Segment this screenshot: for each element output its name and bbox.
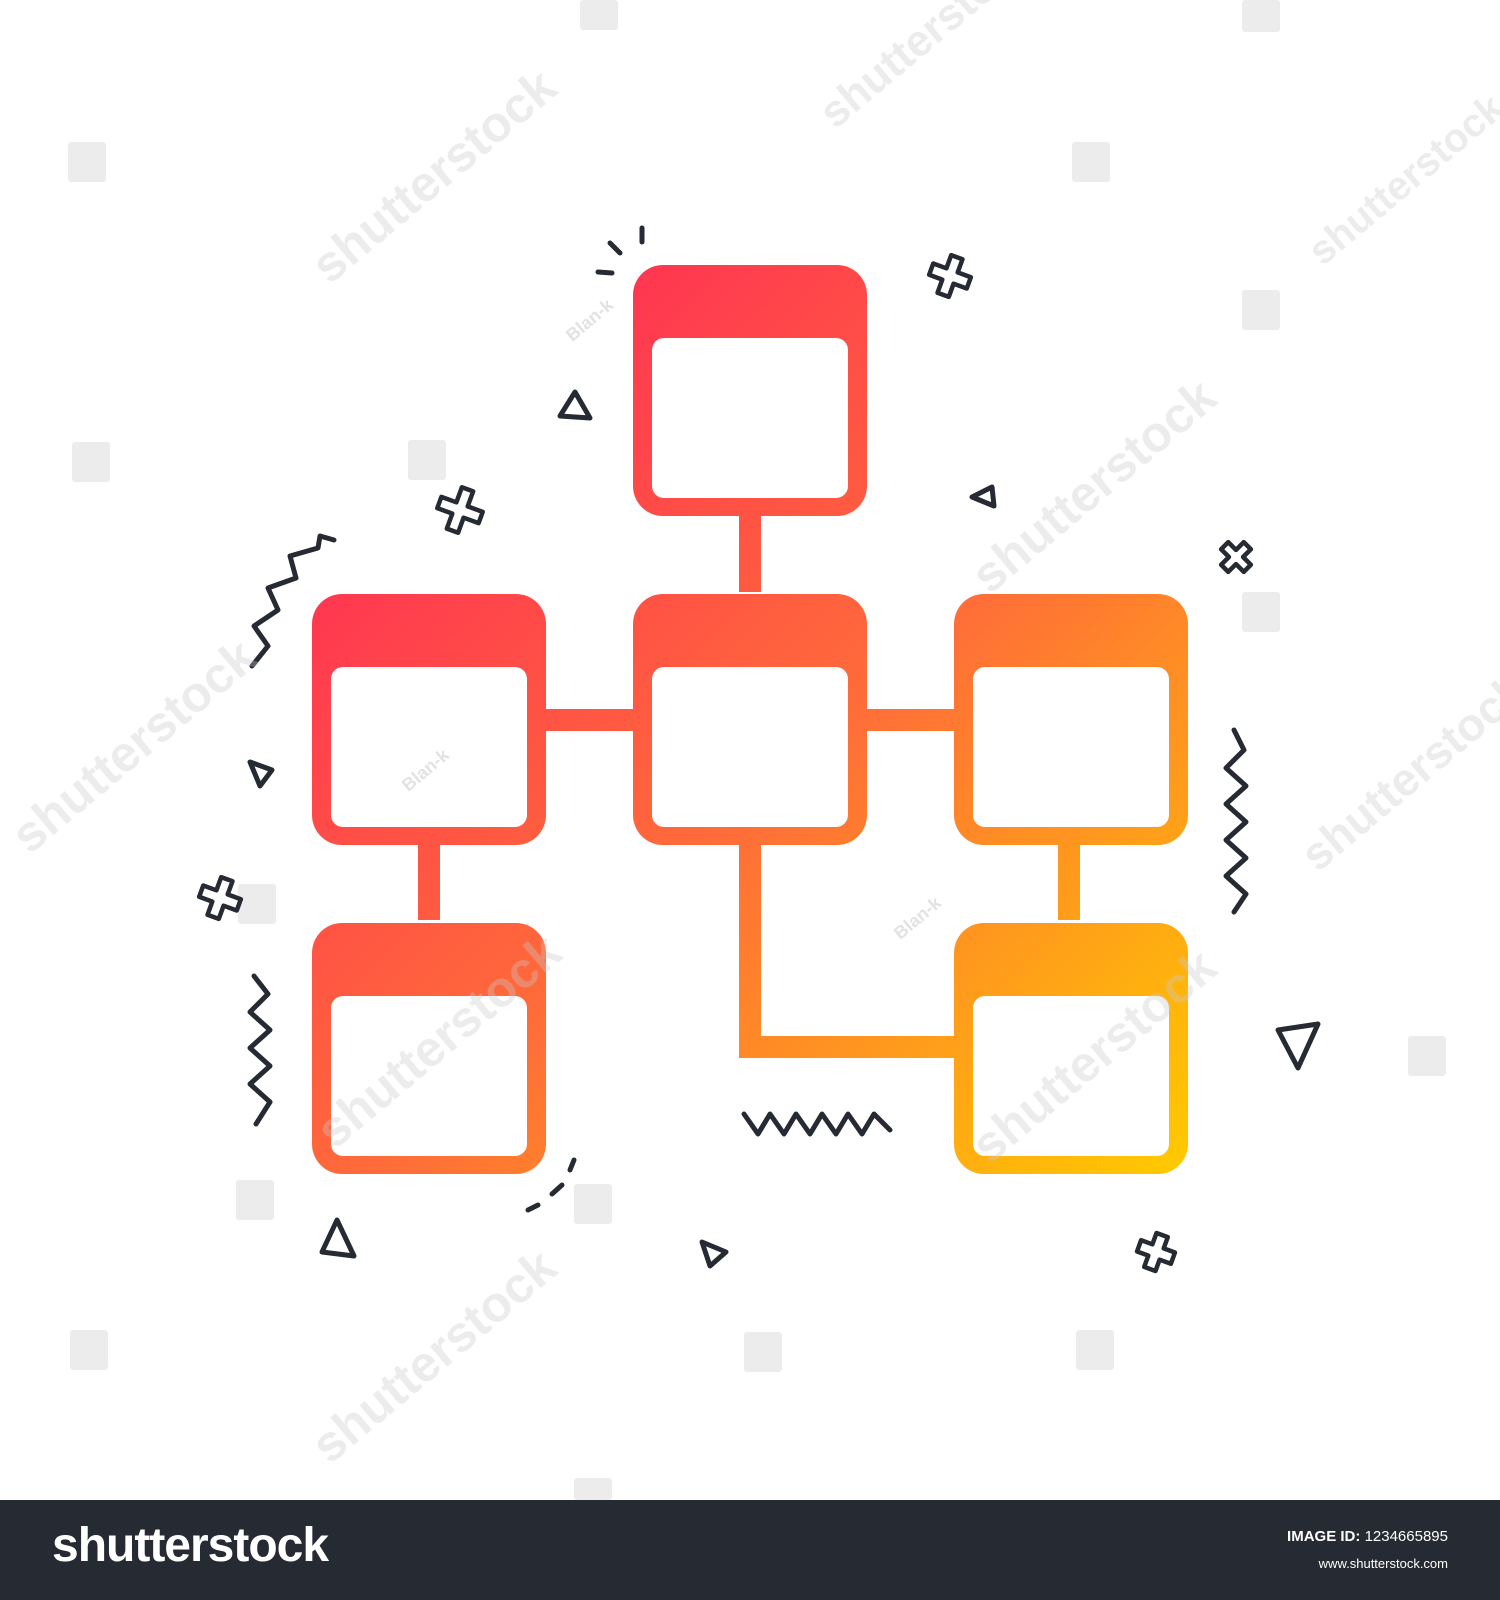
footer-url-link[interactable]: www.shutterstock.com [1318, 1556, 1448, 1571]
hierarchy-diagram-illustration [68, 0, 1446, 1500]
image-id-row: IMAGE ID: 1234665895 [1287, 1528, 1448, 1545]
sparkle-lines-icon [595, 225, 645, 276]
triangle-icon [1275, 1021, 1321, 1071]
block-middle-right [954, 594, 1188, 845]
cross-icon [1218, 539, 1254, 575]
stock-footer-bar: shutterstock IMAGE ID: 1234665895 www.sh… [0, 1500, 1500, 1600]
connector-lines [418, 512, 1080, 1058]
hierarchy-blocks-diagram-icon [312, 265, 1188, 1174]
block-top [633, 265, 867, 516]
stock-image-canvas: shutterstock shutterstock shutterstock s… [0, 0, 1500, 1500]
cross-icon [196, 874, 244, 922]
triangle-icon [699, 1239, 729, 1269]
decorative-doodles [196, 225, 1321, 1274]
shutterstock-logo[interactable]: shutterstock [52, 1519, 329, 1572]
triangle-icon [247, 759, 275, 789]
image-id-label: IMAGE ID: [1287, 1528, 1361, 1545]
triangle-icon [557, 389, 593, 421]
zigzag-squiggle-icon [741, 1111, 893, 1137]
sparkle-lines-icon [525, 1157, 577, 1213]
block-bottom-right [954, 923, 1188, 1174]
triangle-icon [319, 1217, 357, 1259]
cross-icon [1134, 1230, 1178, 1274]
triangle-icon [969, 484, 997, 509]
image-id-value: 1234665895 [1364, 1528, 1448, 1545]
block-bottom-left [312, 923, 546, 1174]
block-middle-left [312, 594, 546, 845]
zigzag-squiggle-icon [1223, 727, 1249, 915]
cross-icon [926, 252, 974, 300]
zigzag-squiggle-icon [247, 973, 273, 1127]
cross-icon [435, 485, 485, 535]
zigzag-squiggle-icon [249, 533, 337, 669]
block-middle-center [633, 594, 867, 845]
